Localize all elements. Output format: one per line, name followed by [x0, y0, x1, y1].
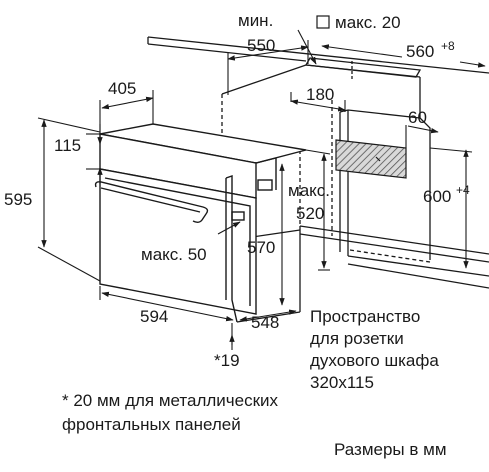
dimension-lines [37, 29, 486, 350]
label-min: мин. [238, 11, 273, 30]
label-max50: макс. 50 [141, 245, 207, 264]
label-548: 548 [251, 313, 279, 332]
socket-space-hatch [335, 139, 407, 179]
label-570: 570 [247, 238, 275, 257]
label-19: *19 [214, 351, 240, 370]
label-550: 550 [247, 36, 275, 55]
label-594: 594 [140, 307, 168, 326]
oven-body [94, 123, 307, 323]
label-maks: макс. [288, 181, 330, 200]
socket-note-line4: 320x115 [310, 373, 374, 392]
footnote-line2: фронтальных панелей [62, 415, 241, 434]
label-600: 600 [423, 187, 451, 206]
label-max20: макс. 20 [335, 13, 401, 32]
label-115: 115 [54, 136, 81, 155]
notes: Пространство для розетки духового шкафа … [62, 307, 447, 459]
label-595: 595 [4, 190, 32, 209]
label-560: 560 [406, 42, 434, 61]
label-600-tolerance: +4 [456, 183, 470, 197]
max20-symbol [316, 15, 330, 29]
footnote-line1: * 20 мм для металлических [62, 391, 279, 410]
socket-note-line3: духового шкафа [310, 351, 439, 370]
label-180: 180 [306, 85, 334, 104]
label-520: 520 [296, 204, 324, 223]
units-note: Размеры в мм [334, 440, 447, 459]
label-405: 405 [108, 79, 136, 98]
dimension-labels: мин. 550 макс. 20 560 +8 405 180 60 115 … [4, 11, 470, 370]
label-60: 60 [408, 108, 427, 127]
socket-note-line1: Пространство [310, 307, 420, 326]
label-560-tolerance: +8 [441, 39, 455, 53]
socket-note-line2: для розетки [310, 329, 404, 348]
